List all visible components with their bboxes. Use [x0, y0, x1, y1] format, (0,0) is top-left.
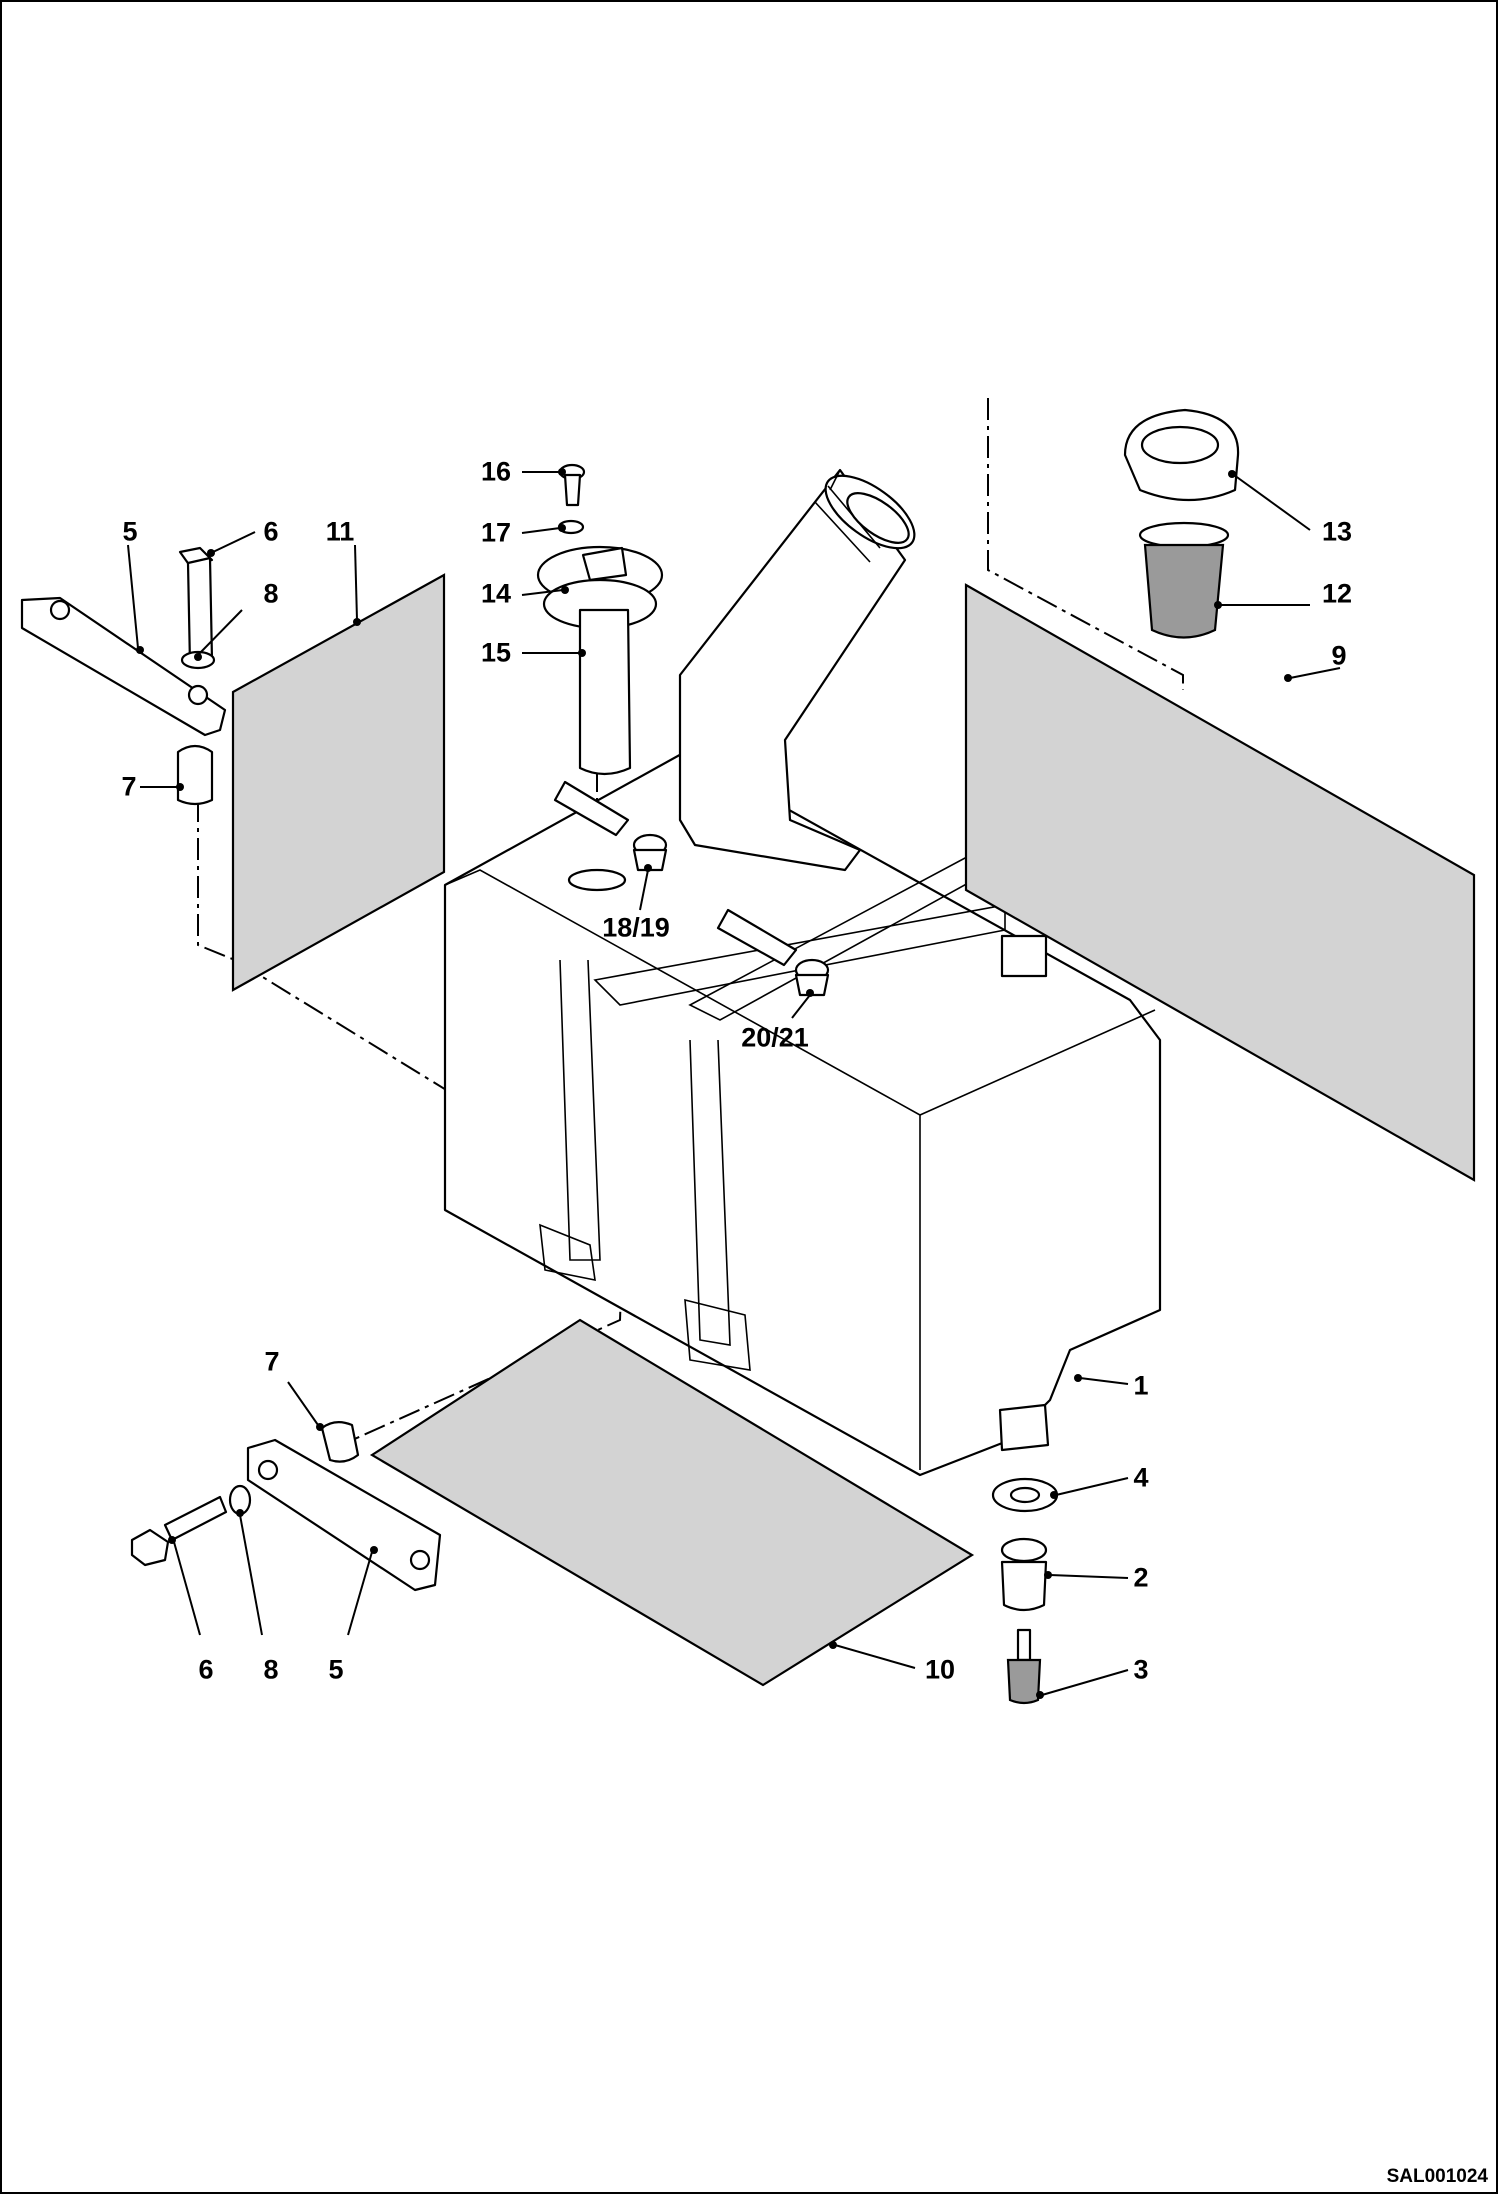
callout-4: 4 — [1133, 1462, 1149, 1493]
callout-8-upper: 8 — [263, 578, 279, 609]
callout-5-lower: 5 — [328, 1654, 344, 1685]
callout-20-21: 20/21 — [741, 1022, 809, 1053]
callout-6-upper: 6 — [263, 516, 279, 547]
callout-13: 13 — [1321, 516, 1353, 547]
leader-lines — [127, 468, 1341, 1699]
callout-18-19: 18/19 — [602, 912, 670, 943]
rear-panel-11 — [231, 573, 446, 992]
bottom-panel-10 — [369, 1318, 975, 1687]
callout-5-upper: 5 — [122, 516, 138, 547]
side-panel-9 — [964, 583, 1476, 1182]
drain-washer-4 — [991, 1477, 1059, 1513]
bolt-6-upper — [178, 546, 214, 667]
callout-15: 15 — [480, 637, 512, 668]
callout-1: 1 — [1133, 1370, 1149, 1401]
drawing-code: SAL001024 — [1386, 2166, 1488, 2187]
callout-8-lower: 8 — [263, 1654, 279, 1685]
callout-17: 17 — [480, 517, 512, 548]
callout-7-lower: 7 — [264, 1346, 280, 1377]
drain-plug-2 — [1000, 1537, 1048, 1612]
callout-11: 11 — [325, 516, 355, 547]
callout-3: 3 — [1133, 1654, 1149, 1685]
callout-16: 16 — [480, 456, 512, 487]
bolt-6-lower — [130, 1495, 228, 1567]
callout-14: 14 — [480, 578, 512, 609]
filler-strainer — [1138, 521, 1230, 639]
bracket-5-lower — [246, 1438, 442, 1592]
callout-10: 10 — [924, 1654, 956, 1685]
callout-9: 9 — [1331, 640, 1347, 671]
spacer-7-lower — [320, 1421, 360, 1463]
bracket-5-upper — [20, 596, 227, 737]
fuel-tank — [443, 468, 1162, 1477]
spacer-7-upper — [176, 744, 214, 806]
fitting-20-21 — [716, 908, 830, 997]
callout-2: 2 — [1133, 1562, 1149, 1593]
callout-6-lower: 6 — [198, 1654, 214, 1685]
callout-7-upper: 7 — [121, 771, 137, 802]
screw-16 — [558, 463, 586, 507]
fuel-sender-unit — [536, 545, 664, 776]
drain-valve-3 — [1006, 1628, 1042, 1705]
callout-12: 12 — [1321, 578, 1353, 609]
filler-cap — [1123, 408, 1240, 502]
fitting-18-19 — [553, 780, 668, 892]
